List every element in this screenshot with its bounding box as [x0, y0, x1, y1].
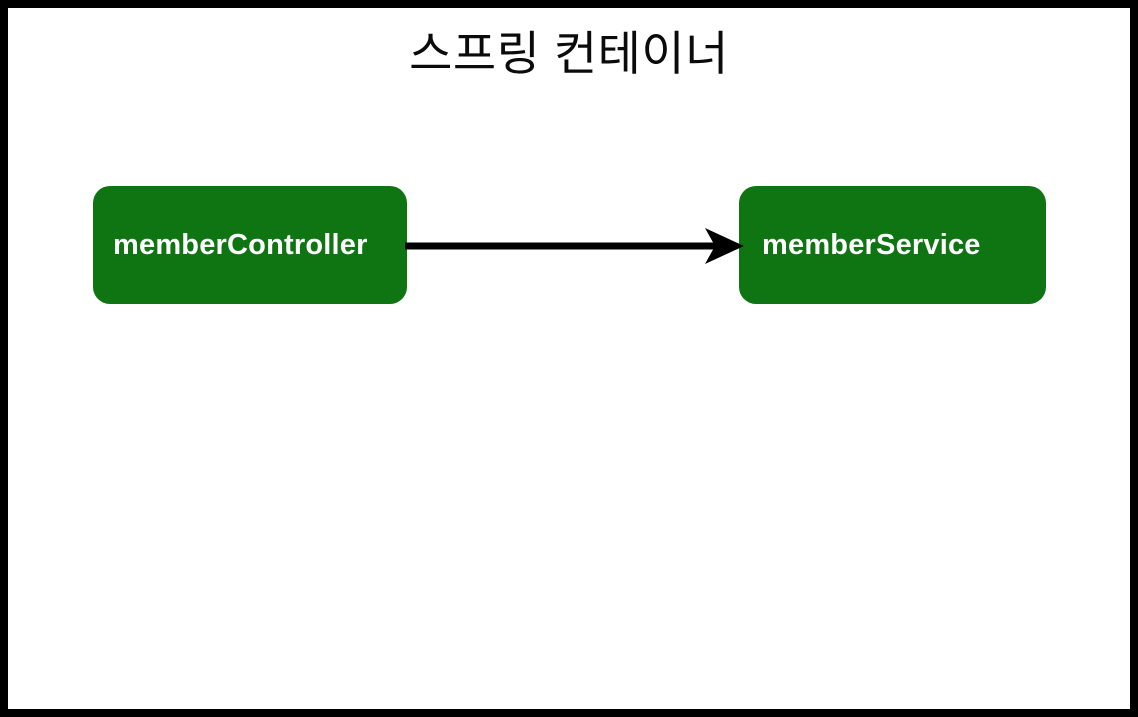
page-title: 스프링 컨테이너 — [409, 27, 729, 80]
diagram-node-label: memberController — [113, 228, 368, 261]
diagram-node-label: memberService — [762, 228, 981, 261]
diagram-node-member-service[interactable]: memberService — [739, 186, 1046, 304]
dependency-arrow-icon — [405, 228, 744, 264]
diagram-node-member-controller[interactable]: memberController — [93, 186, 407, 304]
